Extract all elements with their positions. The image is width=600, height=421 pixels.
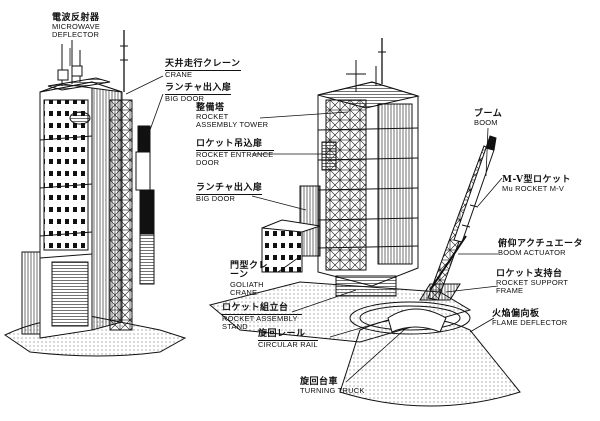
label-rocket-assembly-tower: 整備塔 ROCKET ASSEMBLY TOWER bbox=[196, 103, 271, 130]
big-door-top-jp: ランチャ出入扉 bbox=[165, 83, 232, 96]
boom-en: BOOM bbox=[474, 118, 498, 128]
cutaway-tower bbox=[208, 38, 521, 407]
label-rocket-entrance-door: ロケット吊込扉 ROCKET ENTRANCE DOOR bbox=[196, 139, 274, 168]
label-mu-rocket: M-V型ロケット Mu ROCKET M-V bbox=[502, 175, 572, 194]
big-door-top-en: BIG DOOR bbox=[165, 94, 205, 104]
label-circular-rail: 旋回レール CIRCULAR RAIL bbox=[258, 329, 318, 350]
turning-truck-jp: 旋回台車 bbox=[300, 377, 339, 387]
rocket-entrance-door-en: ROCKET ENTRANCE DOOR bbox=[196, 150, 274, 168]
label-crane: 天井走行クレーン CRANE bbox=[165, 59, 241, 80]
crane-en: CRANE bbox=[165, 70, 193, 80]
flame-deflector-jp: 火焔偏向板 bbox=[492, 309, 540, 319]
label-turning-truck: 旋回台車 TURNING TRUCK bbox=[300, 377, 365, 396]
turning-truck-en: TURNING TRUCK bbox=[300, 386, 365, 396]
label-rocket-support-frame: ロケット支持台 ROCKET SUPPORT FRAME bbox=[496, 269, 576, 296]
goliath-crane-en: GOLIATH CRANE bbox=[230, 279, 264, 297]
rocket-assembly-stand-en: ROCKET ASSEMBLY STAND bbox=[222, 314, 298, 332]
label-microwave-deflector: 電波反射器 MICROWAVE DEFLECTOR bbox=[52, 13, 122, 40]
microwave-deflector-jp: 電波反射器 bbox=[52, 13, 100, 23]
boom-actuator-en: BOOM ACTUATOR bbox=[498, 248, 566, 258]
label-boom: ブーム BOOM bbox=[474, 109, 503, 128]
big-door-mid-jp: ランチャ出入扉 bbox=[196, 183, 263, 196]
rocket-assembly-tower-jp: 整備塔 bbox=[196, 103, 225, 113]
mu-rocket-en: Mu ROCKET M-V bbox=[502, 184, 565, 194]
microwave-deflector-en: MICROWAVE DEFLECTOR bbox=[52, 22, 101, 40]
goliath-crane-jp: 門型クレーン bbox=[230, 261, 269, 281]
boom-actuator-jp: 俯仰アクチュエータ bbox=[498, 239, 584, 249]
label-big-door-mid: ランチャ出入扉 BIG DOOR bbox=[196, 183, 263, 204]
crane-jp: 天井走行クレーン bbox=[165, 59, 241, 72]
rocket-assembly-tower-en: ROCKET ASSEMBLY TOWER bbox=[196, 112, 269, 130]
flame-deflector-en: FLAME DEFLECTOR bbox=[492, 318, 568, 328]
label-goliath-crane: 門型クレーン GOLIATH CRANE bbox=[230, 261, 272, 297]
boom-jp: ブーム bbox=[474, 109, 503, 119]
rocket-support-frame-jp: ロケット支持台 bbox=[496, 269, 563, 279]
circular-rail-en: CIRCULAR RAIL bbox=[258, 340, 318, 350]
label-big-door-top: ランチャ出入扉 BIG DOOR bbox=[165, 83, 232, 104]
rocket-entrance-door-jp: ロケット吊込扉 bbox=[196, 139, 274, 152]
circular-rail-jp: 旋回レール bbox=[258, 329, 318, 342]
exterior-tower bbox=[4, 30, 187, 357]
label-rocket-assembly-stand: ロケット組立台 ROCKET ASSEMBLY STAND bbox=[222, 303, 302, 332]
leader-lines bbox=[69, 48, 503, 383]
rocket-assembly-stand-jp: ロケット組立台 bbox=[222, 303, 302, 316]
rocket-support-frame-en: ROCKET SUPPORT FRAME bbox=[496, 278, 568, 296]
big-door-mid-en: BIG DOOR bbox=[196, 194, 236, 204]
mu-rocket-jp: M-V型ロケット bbox=[502, 175, 572, 185]
label-boom-actuator: 俯仰アクチュエータ BOOM ACTUATOR bbox=[498, 239, 584, 258]
label-flame-deflector: 火焔偏向板 FLAME DEFLECTOR bbox=[492, 309, 568, 328]
